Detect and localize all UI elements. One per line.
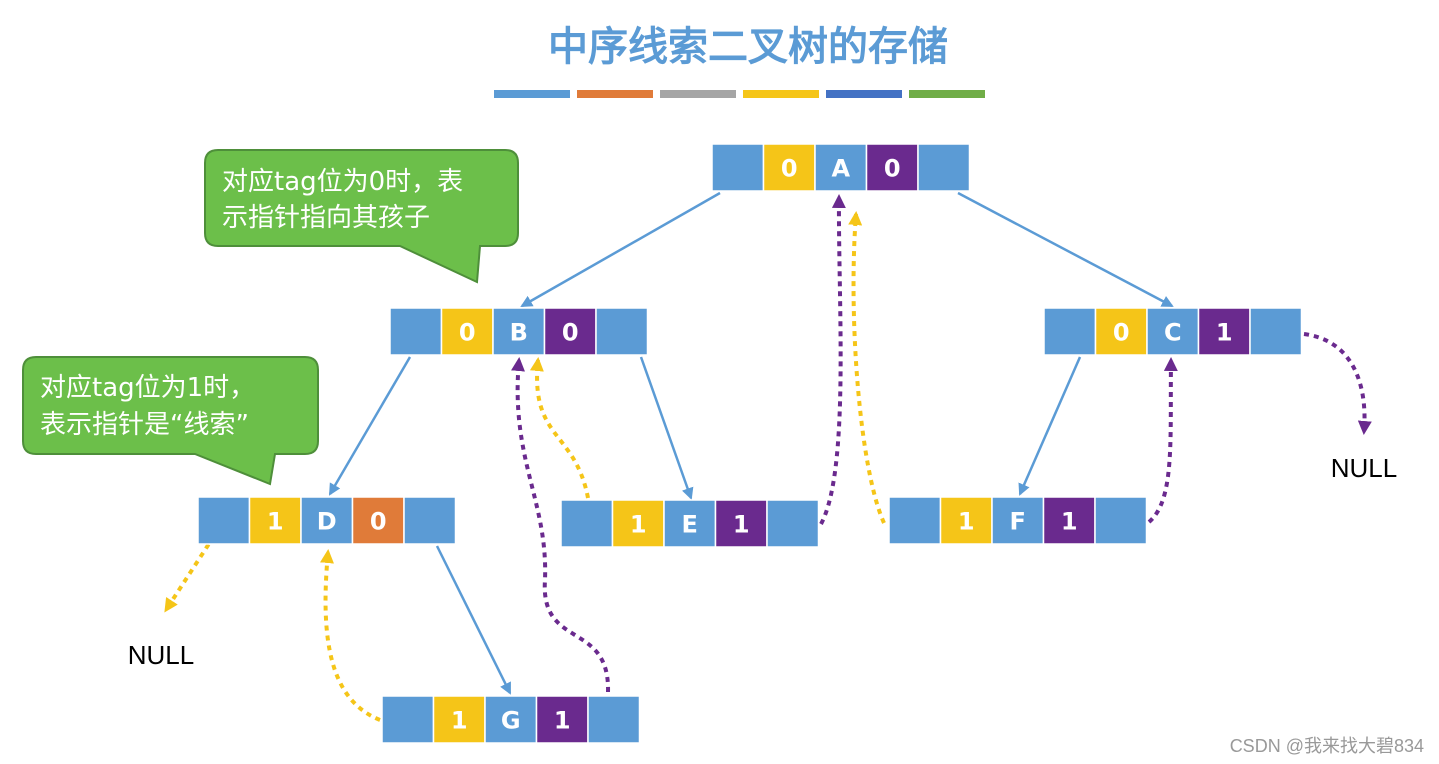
node-E-data-label: E <box>682 511 698 539</box>
node-C-rchild-cell <box>1249 307 1303 356</box>
callout-thread-pointer-line-1: 对应tag位为1时， <box>40 373 255 403</box>
watermark: CSDN @我来找大碧834 <box>1230 736 1424 756</box>
node-C: 0 C 1 <box>1043 307 1303 356</box>
edge-B-E <box>639 356 694 500</box>
node-G-rtag-cell <box>535 695 589 744</box>
node-B-rtag-cell <box>543 307 597 356</box>
node-C-data-label: C <box>1164 319 1182 347</box>
node-G: 1 G 1 <box>381 695 641 744</box>
callout-child-pointer-line-2: 示指针指向其孩子 <box>222 203 430 233</box>
node-C-ltag-cell <box>1094 307 1148 356</box>
thread-C-successor-to-NULL <box>1303 332 1372 435</box>
node-B: 0 B 0 <box>389 307 649 356</box>
node-C-ltag-label: 0 <box>1113 319 1130 347</box>
title-color-segment <box>577 90 653 98</box>
title-color-segment <box>660 90 736 98</box>
node-B-rchild-cell <box>595 307 649 356</box>
node-F: 1 F 1 <box>888 496 1148 545</box>
node-D: 1 D 0 <box>197 496 457 545</box>
null-label-left: NULL <box>128 640 194 670</box>
page-title: 中序线索二叉树的存储 <box>548 24 948 70</box>
edge-C-F <box>1018 356 1082 496</box>
title-color-segment <box>743 90 819 98</box>
child-pointer-edges <box>328 191 1174 695</box>
node-D-data-cell <box>300 496 354 545</box>
callout-thread-pointer-line-2: 表示指针是“线索” <box>40 410 249 440</box>
node-G-rtag-label: 1 <box>554 707 571 735</box>
thread-F-successor-to-C <box>1147 357 1178 524</box>
node-F-ltag-label: 1 <box>958 508 975 536</box>
node-E-ltag-label: 1 <box>630 511 647 539</box>
node-D-lchild-cell <box>197 496 251 545</box>
node-F-ltag-cell <box>939 496 993 545</box>
callout-child-pointer: 对应tag位为0时，表 示指针指向其孩子 <box>204 149 519 284</box>
node-F-rchild-cell <box>1094 496 1148 545</box>
node-E-rtag-label: 1 <box>733 511 750 539</box>
edge-B-D <box>328 356 412 496</box>
node-B-ltag-label: 0 <box>459 319 476 347</box>
title-color-bar <box>494 90 985 98</box>
node-A-ltag-label: 0 <box>781 155 798 183</box>
thread-E-predecessor-to-B <box>529 357 590 499</box>
node-B-data-label: B <box>510 319 528 347</box>
node-A-rtag-label: 0 <box>884 155 901 183</box>
node-E: 1 E 1 <box>560 499 820 548</box>
thread-G-successor-to-B <box>511 357 611 693</box>
null-label-right: NULL <box>1331 453 1397 483</box>
node-F-lchild-cell <box>888 496 942 545</box>
callout-thread-pointer: 对应tag位为1时， 表示指针是“线索” <box>22 356 319 486</box>
node-B-lchild-cell <box>389 307 443 356</box>
node-C-data-cell <box>1146 307 1200 356</box>
node-C-lchild-cell <box>1043 307 1097 356</box>
node-G-ltag-label: 1 <box>451 707 468 735</box>
edge-D-G <box>435 545 512 695</box>
edge-A-C <box>957 191 1174 308</box>
node-C-rtag-cell <box>1197 307 1251 356</box>
thread-F-predecessor-to-A <box>848 211 886 524</box>
node-D-rchild-cell <box>403 496 457 545</box>
node-F-rtag-cell <box>1042 496 1096 545</box>
callout-child-pointer-line-1: 对应tag位为0时，表 <box>222 167 463 197</box>
node-C-rtag-label: 1 <box>1216 319 1233 347</box>
node-D-data-label: D <box>317 508 337 536</box>
thread-D-predecessor-to-NULL <box>164 534 216 613</box>
title-color-segment <box>494 90 570 98</box>
node-A-rchild-cell <box>917 143 971 192</box>
node-E-rtag-cell <box>714 499 768 548</box>
node-B-rtag-label: 0 <box>562 319 579 347</box>
thread-pointers <box>164 194 1372 722</box>
callout-child-pointer-bubble <box>204 149 519 284</box>
node-E-lchild-cell <box>560 499 614 548</box>
node-D-ltag-label: 1 <box>267 508 284 536</box>
node-G-lchild-cell <box>381 695 435 744</box>
node-G-rchild-cell <box>587 695 641 744</box>
thread-G-predecessor-to-D <box>320 549 381 722</box>
title-color-segment <box>826 90 902 98</box>
node-E-ltag-cell <box>611 499 665 548</box>
callout-thread-pointer-bubble <box>22 356 319 486</box>
node-A-ltag-cell <box>762 143 816 192</box>
node-G-data-label: G <box>501 707 521 735</box>
node-F-data-cell <box>991 496 1045 545</box>
node-D-rtag-label: 0 <box>370 508 387 536</box>
edge-A-B <box>520 191 721 308</box>
node-D-rtag-cell <box>351 496 405 545</box>
node-A-data-label: A <box>831 155 850 183</box>
node-D-ltag-cell <box>248 496 302 545</box>
node-F-data-label: F <box>1010 508 1026 536</box>
node-A: 0 A 0 <box>711 143 971 192</box>
node-A-lchild-cell <box>711 143 765 192</box>
thread-E-successor-to-A <box>819 194 846 525</box>
node-E-rchild-cell <box>766 499 820 548</box>
title-color-segment <box>909 90 985 98</box>
node-F-rtag-label: 1 <box>1061 508 1078 536</box>
